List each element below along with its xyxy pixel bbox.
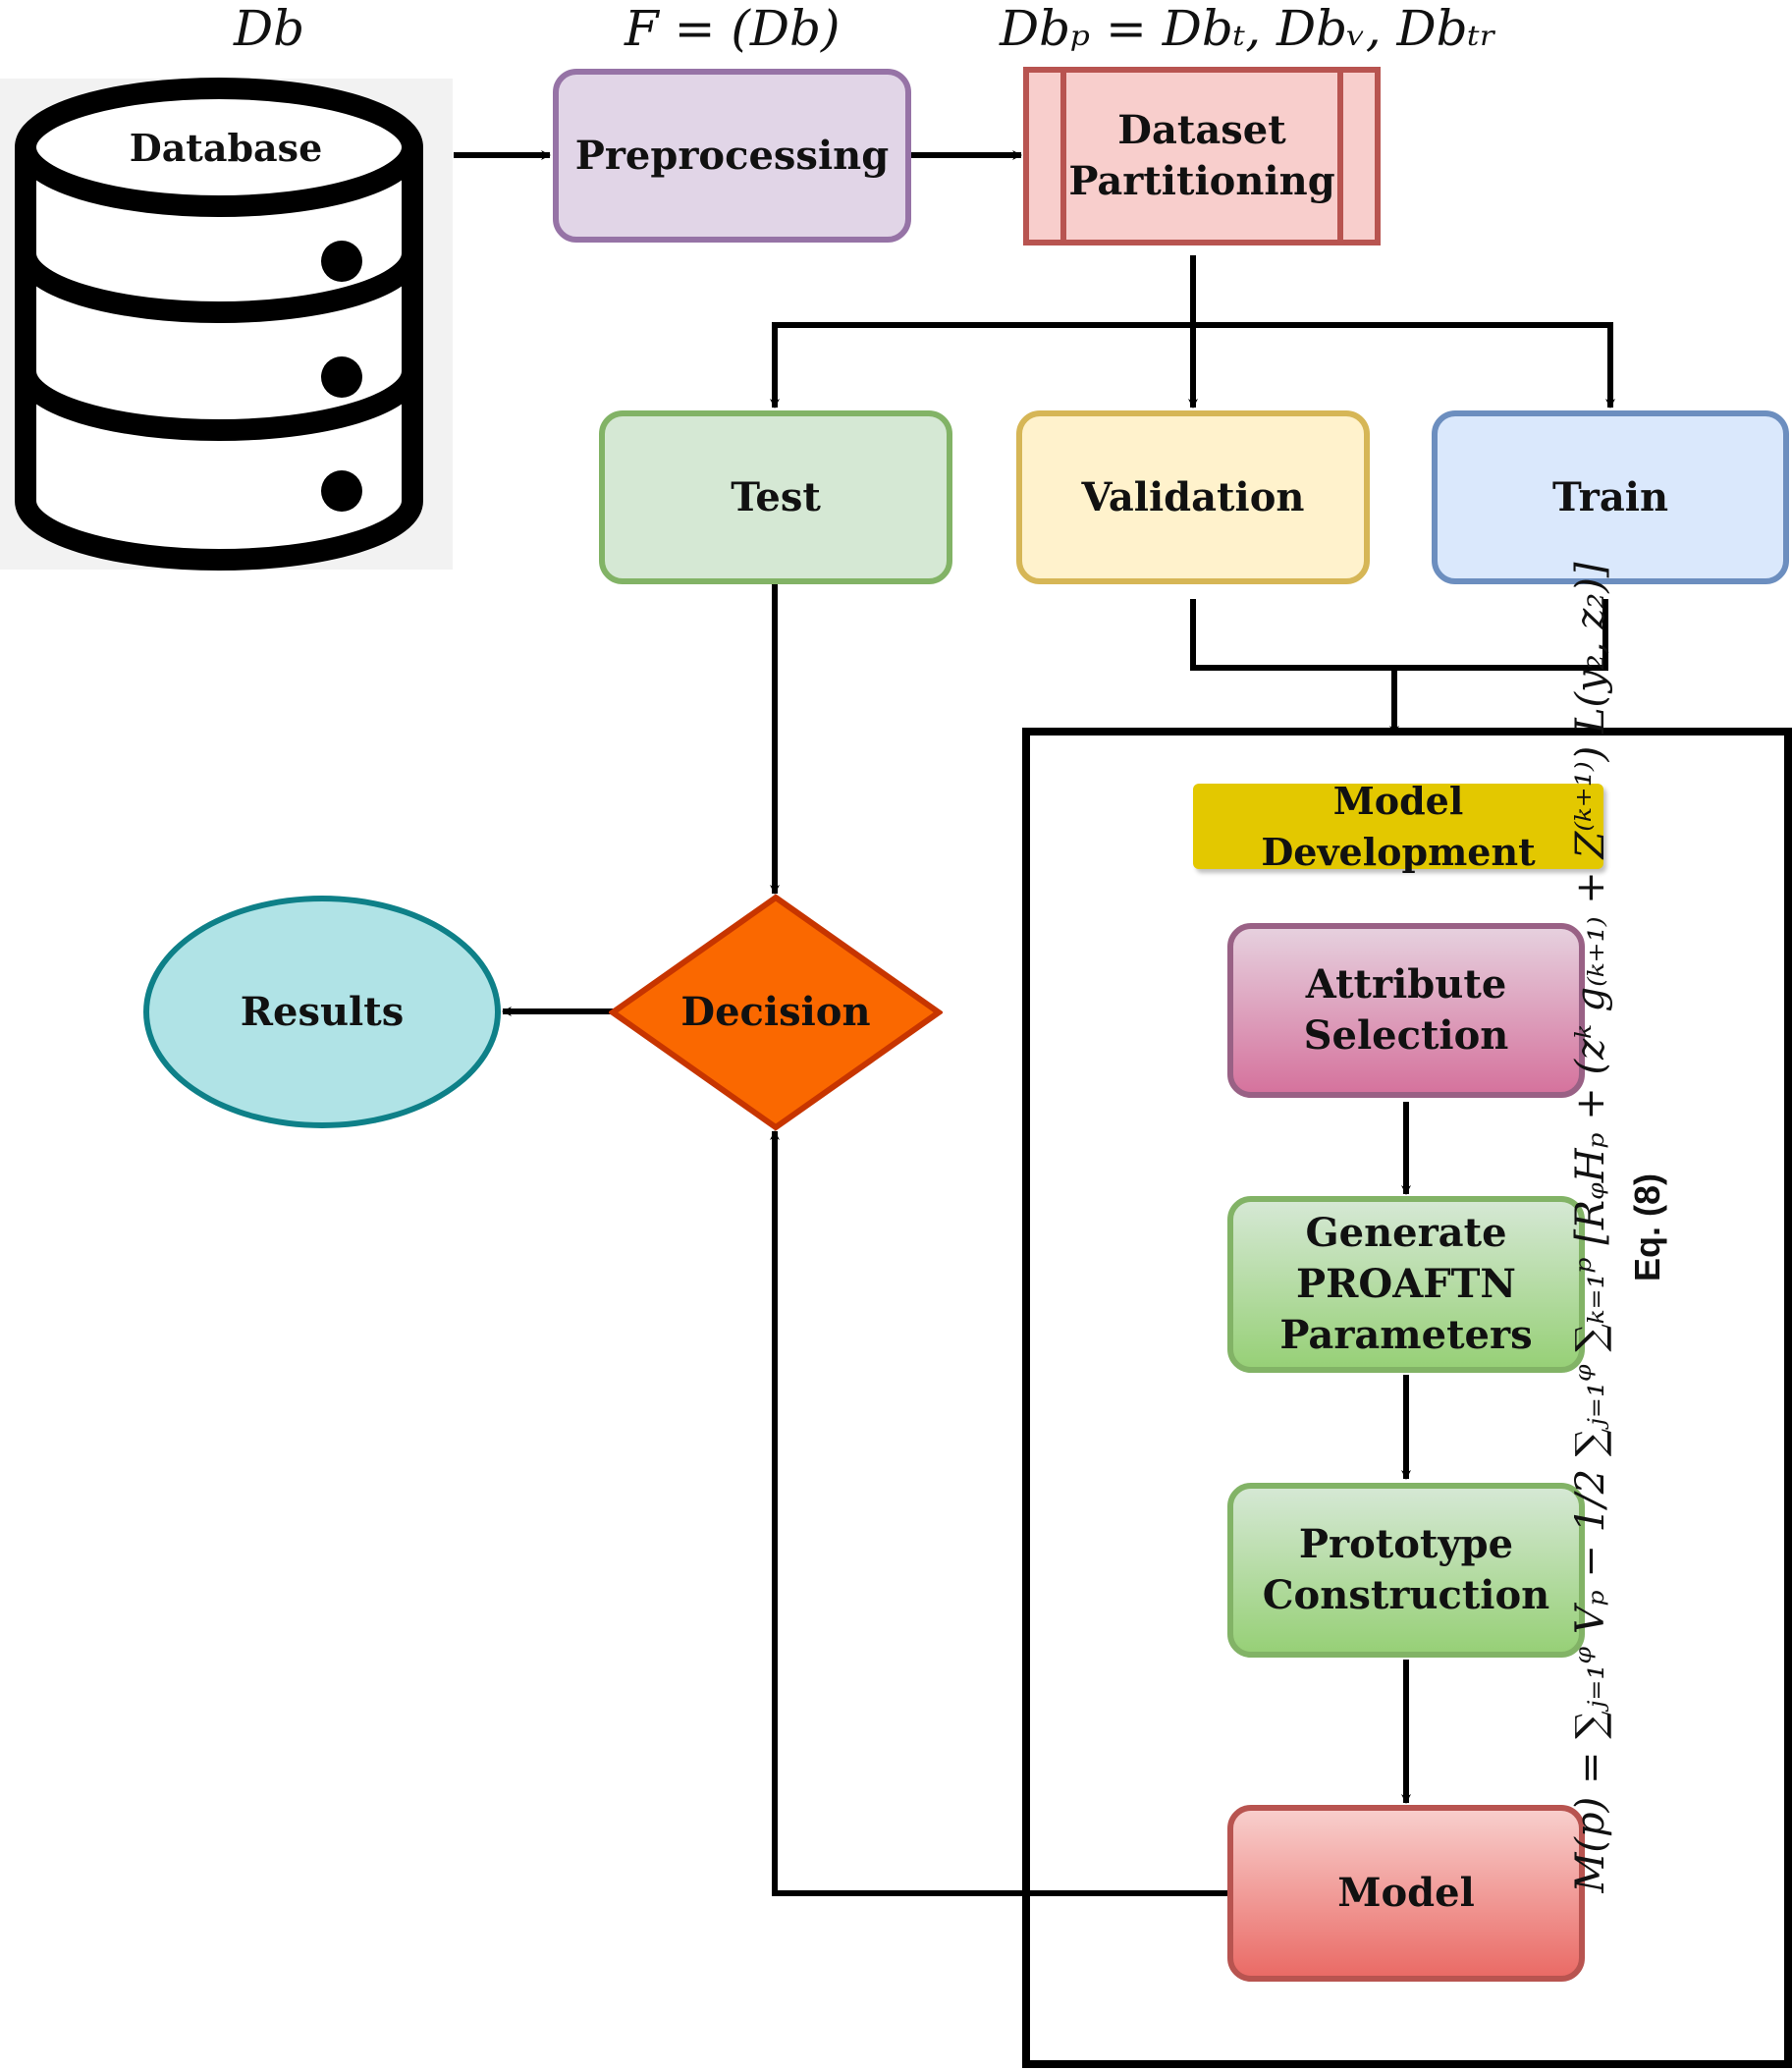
database-icon — [0, 78, 453, 571]
generate-parameters-node: Generate PROAFTN Parameters — [1227, 1196, 1585, 1373]
equation-block: M(p) = ∑ⱼ₌₁ᵠ Vₚ − 1/2 ∑ⱼ₌₁ᵠ ∑ₖ₌₁ᵖ [RᵩHₚ … — [1568, 562, 1667, 1892]
generate-parameters-label: Generate PROAFTN Parameters — [1279, 1210, 1533, 1358]
model-node: Model — [1227, 1805, 1585, 1982]
database-label: Database — [129, 126, 323, 170]
prototype-construction-node: Prototype Construction — [1227, 1483, 1585, 1658]
equation-inner: M(p) = ∑ⱼ₌₁ᵠ Vₚ − 1/2 ∑ⱼ₌₁ᵠ ∑ₖ₌₁ᵖ [RᵩHₚ … — [1563, 562, 1677, 1892]
line-validation-merge — [1190, 599, 1394, 671]
arrow-partitioning-to-test — [770, 322, 1193, 409]
f-math-label: F = (Db) — [624, 0, 841, 57]
database-node: Database — [0, 77, 457, 572]
arrow-model-to-decision — [770, 1130, 1229, 1896]
test-node: Test — [599, 410, 952, 584]
attribute-selection-node: Attribute Selection — [1227, 923, 1585, 1098]
line-train-merge — [1394, 599, 1608, 671]
results-node: Results — [143, 896, 501, 1128]
decision-label: Decision — [680, 989, 871, 1035]
train-node: Train — [1432, 410, 1789, 584]
dataset-partitioning-label: Dataset Partitioning — [1068, 107, 1335, 204]
attribute-selection-label: Attribute Selection — [1303, 961, 1509, 1059]
model-development-container — [1022, 728, 1792, 2068]
dataset-partitioning-node: Dataset Partitioning — [1023, 67, 1381, 245]
partition-left-bar — [1060, 73, 1066, 240]
model-development-tag: Model Development — [1193, 779, 1603, 874]
equation-formula: M(p) = ∑ⱼ₌₁ᵠ Vₚ − 1/2 ∑ⱼ₌₁ᵠ ∑ₖ₌₁ᵖ [RᵩHₚ … — [1568, 562, 1613, 1893]
equation-label: Eq. (8) — [1627, 1172, 1667, 1282]
decision-node: Decision — [609, 894, 943, 1131]
decision-diamond — [609, 894, 943, 1131]
db-math-label: Db — [234, 0, 305, 57]
dbp-math-label: Dbₚ = Dbₜ, Dbᵥ, Dbₜᵣ — [1000, 0, 1497, 57]
preprocessing-node: Preprocessing — [553, 69, 911, 243]
arrow-partitioning-to-train — [1193, 322, 1615, 409]
validation-node: Validation — [1016, 410, 1370, 584]
partition-right-bar — [1337, 73, 1343, 240]
prototype-construction-label: Prototype Construction — [1262, 1521, 1550, 1618]
